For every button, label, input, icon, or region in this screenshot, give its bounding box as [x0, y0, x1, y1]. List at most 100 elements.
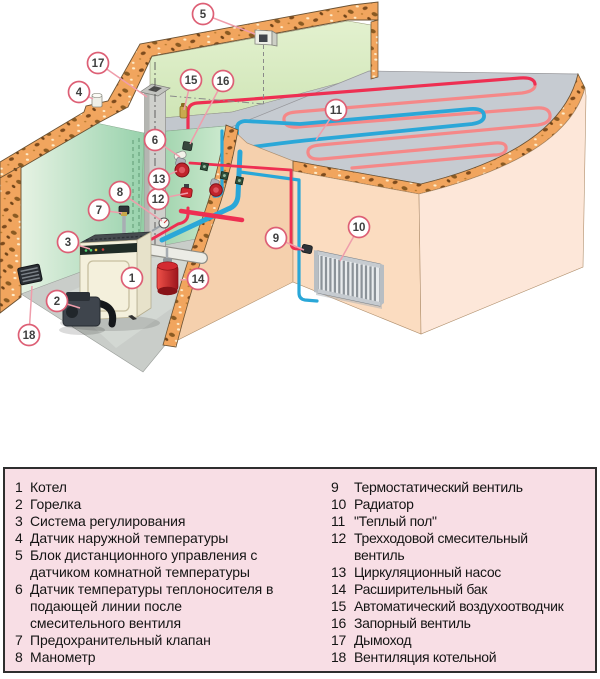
callout-circle: [143, 128, 167, 152]
callout-7: 7: [87, 198, 123, 222]
line-valve-3: [234, 175, 245, 186]
legend-item-number: 2: [15, 496, 23, 512]
legend-item-label: Циркуляционный насос: [354, 564, 502, 580]
callout-16: 16: [189, 69, 235, 145]
callout-number: 11: [330, 105, 343, 117]
callout-circle: [86, 51, 110, 75]
outdoor-temp-sensor: [91, 92, 103, 108]
legend-item-label: Датчик температуры теплоносителя в подаю…: [30, 581, 274, 631]
callout-circle: [186, 267, 210, 291]
radiator-supply-pipe: [188, 161, 306, 251]
callout-circle: [211, 69, 235, 93]
control-panel: [80, 243, 137, 255]
callout-leader: [189, 80, 224, 145]
remote-control-unit: [169, 29, 278, 105]
callout-1: 1: [120, 266, 144, 290]
callout-number: 1: [129, 273, 136, 285]
callout-13: 13: [147, 167, 178, 191]
legend-item-label: Блок дистанционного управления с датчико…: [30, 547, 258, 580]
legend-item-number: 9: [331, 479, 339, 495]
callout-circle: [87, 198, 111, 222]
legend-item-1: 1 Котел: [15, 479, 331, 496]
legend-item-number: 3: [15, 513, 23, 529]
callout-number: 2: [54, 296, 60, 308]
legend-item-11: 11 "Теплый пол": [331, 513, 591, 530]
callout-10: 10: [339, 215, 371, 262]
radiator-fins: [320, 256, 376, 305]
boiler-foot: [128, 315, 137, 320]
legend-item-2: 2 Горелка: [15, 496, 331, 513]
vent-grille: [17, 263, 43, 286]
callout-circle: [108, 180, 132, 204]
callout-number: 10: [353, 222, 366, 234]
callout-number: 5: [200, 9, 207, 21]
boiler-hot-elbow: [150, 206, 190, 241]
callout-14: 14: [179, 267, 210, 291]
callout-circle: [56, 230, 80, 254]
wall-right-big: [418, 87, 587, 335]
callout-circle: [179, 68, 203, 92]
callout-circle: [324, 98, 348, 122]
legend-item-number: 11: [331, 513, 345, 529]
callout-circle: [17, 323, 41, 347]
divider-wall: [162, 124, 239, 348]
circulation-pump-2: [209, 178, 223, 197]
legend-item-label: Котел: [30, 479, 67, 495]
wall-conduit-dashes: [132, 138, 140, 248]
legend-item-number: 8: [15, 649, 23, 665]
callout-number: 6: [152, 135, 158, 147]
radiator: [301, 244, 384, 309]
legend-item-number: 5: [15, 547, 23, 563]
legend-item-number: 14: [331, 581, 346, 597]
burner: [59, 292, 117, 335]
callout-number: 8: [117, 187, 124, 199]
callout-circle: [147, 167, 171, 191]
legend-item-number: 15: [331, 598, 346, 614]
wall-radiator: [292, 170, 422, 335]
callout-12: 12: [146, 187, 189, 211]
legend-item-number: 10: [331, 496, 346, 512]
safety-valve: [118, 205, 130, 216]
line-valve-2: [219, 170, 230, 181]
callout-2: 2: [45, 289, 81, 313]
callout-number: 14: [192, 274, 205, 286]
legend-item-number: 1: [15, 479, 23, 495]
callout-number: 18: [23, 330, 36, 342]
callout-11: 11: [315, 98, 348, 141]
cold-return-pipe: [159, 149, 243, 243]
legend-item-label: Радиатор: [354, 496, 414, 512]
legend-item-number: 4: [15, 530, 23, 546]
expansion-tank: [156, 248, 179, 296]
legend-item-label: Горелка: [30, 496, 82, 512]
circulation-pump-1: [174, 157, 190, 178]
coil-cold-loop: [235, 106, 486, 150]
legend-item-label: "Теплый пол": [354, 513, 437, 529]
legend-item-4: 4 Датчик наружной температуры: [15, 530, 331, 547]
callout-18: 18: [17, 285, 41, 347]
callout-circle: [264, 226, 288, 250]
callout-9: 9: [264, 226, 305, 251]
manifold-components: [118, 103, 245, 232]
legend-item-label: Датчик наружной температуры: [30, 530, 229, 546]
legend-item-label: Трехходовой смесительный вентиль: [354, 530, 528, 563]
callout-circle: [45, 289, 69, 313]
callout-17: 17: [86, 51, 148, 98]
legend-item-label: Манометр: [30, 649, 96, 665]
legend-item-label: Вентиляция котельной: [354, 649, 497, 665]
callout-number: 7: [96, 205, 102, 217]
legend-item-5: 5 Блок дистанционного управления с датчик…: [15, 547, 331, 581]
